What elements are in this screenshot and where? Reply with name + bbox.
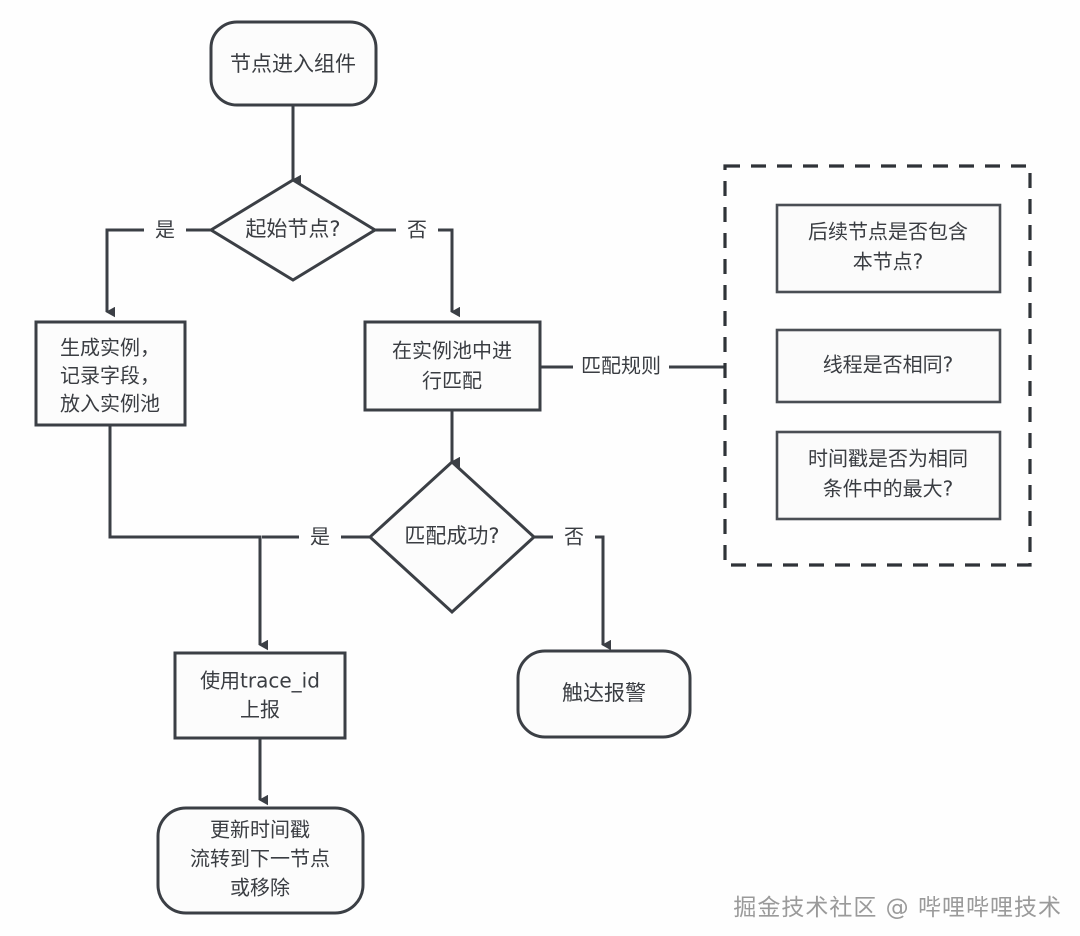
edge-label-bg-match-yes: [299, 523, 341, 552]
node-update-timestamp[interactable]: 更新时间戳 流转到下一节点 或移除: [156, 806, 365, 915]
node-report-trace[interactable]: 使用trace_id 上报: [173, 651, 347, 740]
edge-label-bg-start-yes: [144, 216, 186, 245]
edge-label-start-no: 否: [407, 218, 427, 242]
rule-box-2[interactable]: 线程是否相同?: [775, 328, 1002, 404]
node-match-in-pool-line2: 行匹配: [422, 369, 482, 393]
edge-label-bg-match-no: [553, 523, 595, 552]
edge-label-start-yes: 是: [155, 218, 175, 242]
node-match-in-pool-line1: 在实例池中进: [392, 339, 512, 363]
rule-box-1[interactable]: 后续节点是否包含 本节点?: [775, 203, 1002, 294]
rule-box-3[interactable]: 时间戳是否为相同 条件中的最大?: [775, 430, 1002, 521]
node-start[interactable]: 节点进入组件: [209, 20, 378, 107]
rule-box-2-shape[interactable]: [775, 328, 1002, 404]
node-report-trace-shape[interactable]: [173, 651, 347, 740]
node-update-timestamp-line1: 更新时间戳: [210, 818, 310, 842]
node-update-timestamp-line3: 或移除: [230, 876, 290, 900]
rule-box-1-line1: 后续节点是否包含: [808, 220, 968, 244]
rules-group: 后续节点是否包含 本节点? 线程是否相同? 时间戳是否为相同 条件中的最大?: [723, 164, 1032, 567]
node-update-timestamp-line2: 流转到下一节点: [190, 847, 330, 871]
node-update-timestamp-shape[interactable]: [156, 806, 365, 915]
node-start-label: 节点进入组件: [230, 52, 356, 76]
rules-group-dashed-border: [723, 164, 1032, 567]
node-create-instance-shape[interactable]: [34, 320, 187, 427]
node-decision-match-shape[interactable]: [367, 459, 537, 615]
node-decision-match-label: 匹配成功?: [404, 524, 499, 548]
node-trigger-alarm-label: 触达报警: [562, 681, 646, 705]
node-create-instance[interactable]: 生成实例， 记录字段， 放入实例池: [34, 320, 187, 427]
edge-label-bg-start-no: [396, 216, 438, 245]
edge-label-match-yes: 是: [310, 525, 330, 549]
rule-box-1-shape[interactable]: [775, 203, 1002, 294]
edge-label-match-rules: 匹配规则: [581, 354, 661, 378]
node-create-instance-line3: 放入实例池: [60, 392, 160, 416]
edge-label-layer: 是 否 是 否 匹配规则: [144, 216, 669, 552]
rule-box-1-line2: 本节点?: [853, 250, 924, 274]
edge-label-match-no: 否: [564, 525, 584, 549]
rule-box-3-shape[interactable]: [775, 430, 1002, 521]
node-decision-match[interactable]: 匹配成功?: [367, 459, 537, 615]
node-report-trace-line2: 上报: [240, 698, 280, 722]
watermark: 掘金技术社区 @ 哔哩哔哩技术: [733, 895, 1062, 921]
edge-decision-match-no: [534, 535, 612, 651]
edge-label-bg-match-rules: [573, 352, 669, 382]
node-match-in-pool[interactable]: 在实例池中进 行匹配: [363, 320, 542, 412]
node-trigger-alarm[interactable]: 触达报警: [516, 649, 692, 739]
node-decision-start-shape[interactable]: [208, 178, 378, 282]
node-start-shape[interactable]: [209, 20, 378, 107]
rule-box-3-line1: 时间戳是否为相同: [808, 447, 968, 471]
node-create-instance-line2: 记录字段，: [60, 364, 160, 388]
node-trigger-alarm-shape[interactable]: [516, 649, 692, 739]
node-decision-start-label: 起始节点?: [245, 217, 340, 241]
rule-box-2-line1: 线程是否相同?: [823, 353, 954, 377]
node-report-trace-line1: 使用trace_id: [200, 669, 320, 693]
rule-box-3-line2: 条件中的最大?: [823, 477, 954, 501]
edge-create-instance-to-report: [108, 425, 269, 651]
node-decision-start[interactable]: 起始节点?: [208, 178, 378, 282]
node-match-in-pool-shape[interactable]: [363, 320, 542, 412]
node-create-instance-line1: 生成实例，: [60, 336, 160, 360]
